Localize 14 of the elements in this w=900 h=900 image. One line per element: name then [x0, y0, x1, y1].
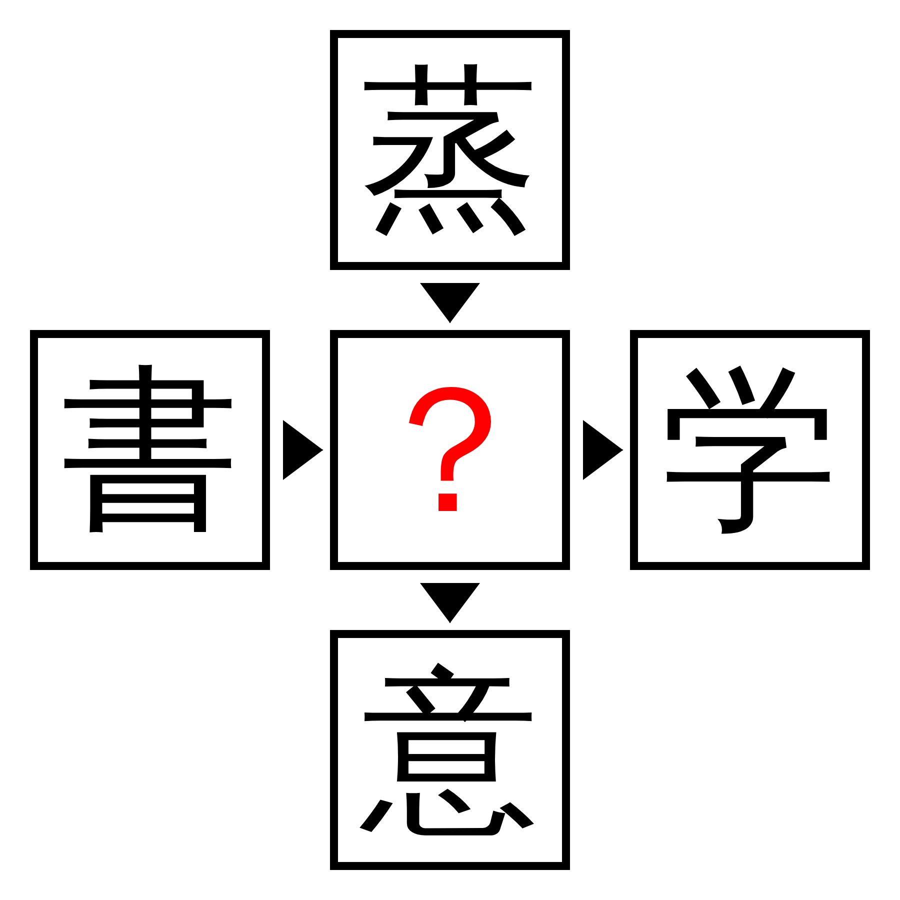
- arrow: [420, 282, 480, 324]
- character-box: [330, 330, 570, 570]
- character-box: [30, 330, 270, 570]
- kanji-character: 蒸: [361, 61, 539, 239]
- arrow: [582, 420, 624, 480]
- arrow: [282, 420, 324, 480]
- question-mark: ？: [361, 361, 539, 539]
- character-box: [330, 30, 570, 270]
- kanji-character: 書: [61, 361, 239, 539]
- character-box: [630, 330, 870, 570]
- kanji-character: 意: [361, 661, 539, 839]
- kanji-character: 学: [661, 361, 839, 539]
- character-box: [330, 630, 570, 870]
- arrow: [420, 582, 480, 624]
